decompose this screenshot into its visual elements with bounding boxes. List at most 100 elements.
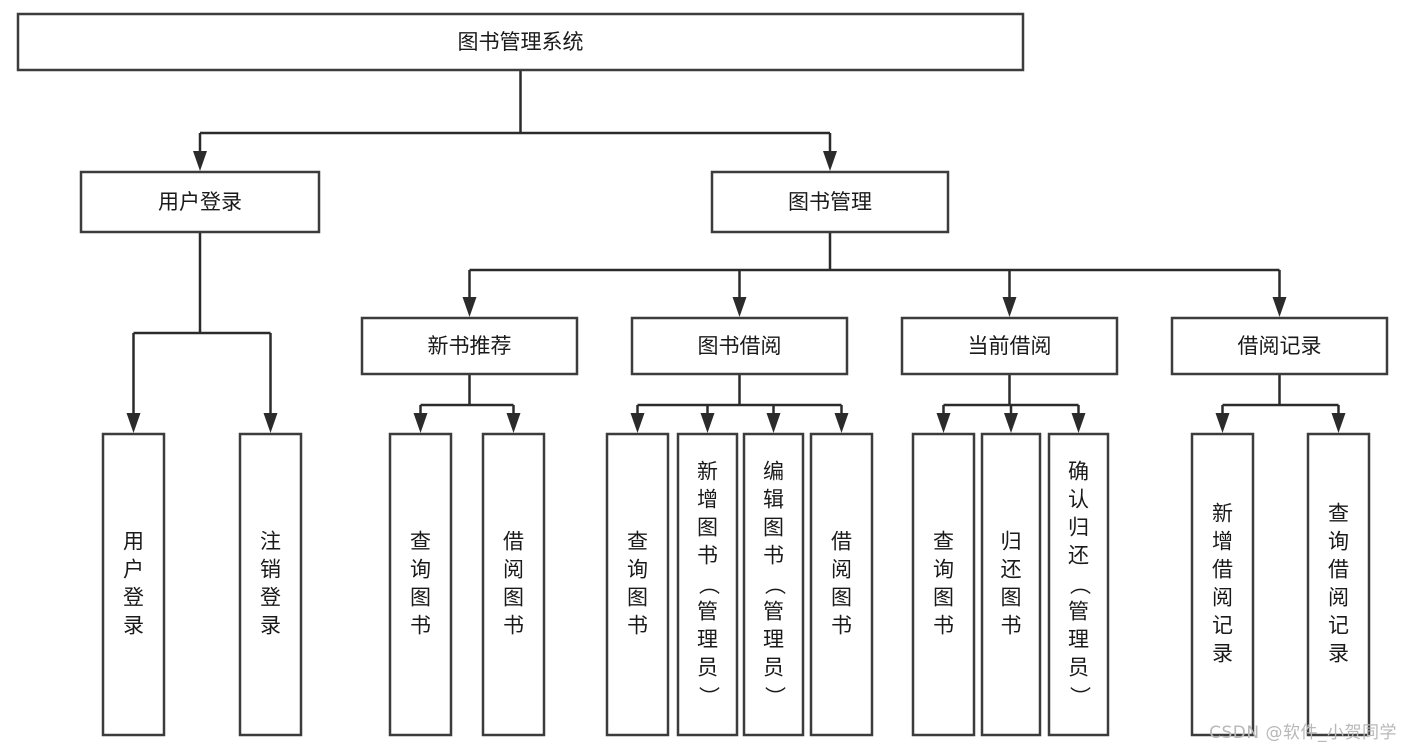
node-level2-1[interactable]: 图书借阅 <box>630 316 849 376</box>
node-label-char: 员 <box>763 656 784 680</box>
arrow-head-icon <box>1002 297 1017 317</box>
node-label-char: 户 <box>123 558 144 582</box>
node-label-char: 书 <box>933 614 954 638</box>
node-label-char: 归 <box>1001 530 1022 554</box>
node-label-char: 用 <box>123 530 144 554</box>
arrow-head-icon <box>462 297 477 317</box>
node-label: 图书管理系统 <box>458 30 584 54</box>
node-label-char: 员 <box>697 656 718 680</box>
node-level1-0[interactable]: 用户登录 <box>79 170 321 234</box>
arrow-head-icon <box>823 151 837 171</box>
node-label-char: 登 <box>123 586 144 610</box>
node-label-char: 新 <box>697 460 718 484</box>
node-box <box>16 12 1025 72</box>
node-label-char: 书 <box>410 614 431 638</box>
node-label-char: 员 <box>1068 656 1089 680</box>
arrow-head-icon <box>126 413 141 433</box>
node-label-char: （ <box>763 574 787 595</box>
node-label: 当前借阅 <box>968 334 1052 358</box>
node-label-char: 阅 <box>1328 586 1349 610</box>
node-label-char: 查 <box>1328 502 1349 526</box>
node-label-char: 查 <box>933 530 954 554</box>
node-label-char: 编 <box>763 460 784 484</box>
arrow-head-icon <box>1215 413 1230 433</box>
node-label-char: ） <box>697 686 721 707</box>
arrow-head-icon <box>193 151 207 171</box>
node-label-char: 书 <box>697 544 718 568</box>
node-label-char: 图 <box>503 586 524 610</box>
arrow-head-icon <box>1071 413 1086 433</box>
node-label: 用户登录 <box>158 190 242 214</box>
arrow-head-icon <box>700 413 715 433</box>
node-box <box>481 432 546 737</box>
node-box <box>1047 432 1110 737</box>
node-label-char: 书 <box>1001 614 1022 638</box>
node-label-char: 管 <box>763 600 784 624</box>
node-level2-3[interactable]: 借阅记录 <box>1170 316 1389 376</box>
node-label-char: （ <box>697 574 721 595</box>
node-box <box>238 432 303 737</box>
node-label-char: 管 <box>697 600 718 624</box>
node-level1-1[interactable]: 图书管理 <box>710 170 950 234</box>
arrow-head-icon <box>1331 413 1346 433</box>
node-box <box>79 170 321 234</box>
node-root-0[interactable]: 图书管理系统 <box>16 12 1025 72</box>
node-label-char: 询 <box>627 558 648 582</box>
node-label: 图书借阅 <box>698 334 782 358</box>
arrow-head-icon <box>834 413 849 433</box>
node-label-char: 记 <box>1328 614 1349 638</box>
node-label-char: 借 <box>831 530 852 554</box>
node-leaf-0[interactable]: 用户登录 <box>101 432 166 737</box>
arrow-head-icon <box>1004 413 1018 433</box>
nodes-layer: 图书管理系统用户登录图书管理新书推荐图书借阅当前借阅借阅记录用户登录注销登录查询… <box>16 12 1389 737</box>
node-label-char: 阅 <box>831 558 852 582</box>
node-level2-0[interactable]: 新书推荐 <box>360 316 579 376</box>
node-box <box>605 432 670 737</box>
node-label-char: 借 <box>1212 558 1233 582</box>
arrow-head-icon <box>506 413 521 433</box>
node-box <box>1170 316 1389 376</box>
node-label-char: 书 <box>503 614 524 638</box>
node-label-char: 理 <box>697 628 718 652</box>
node-label-char: 图 <box>933 586 954 610</box>
arrow-head-icon <box>1272 297 1287 317</box>
node-label-char: 录 <box>260 614 281 638</box>
node-box <box>101 432 166 737</box>
node-label-char: 辑 <box>763 488 784 512</box>
node-box <box>1306 432 1371 737</box>
node-label: 新书推荐 <box>428 334 512 358</box>
node-box <box>388 432 453 737</box>
node-box <box>360 316 579 376</box>
node-label-char: 注 <box>260 530 281 554</box>
node-label-char: 录 <box>1328 642 1349 666</box>
node-label-char: （ <box>1068 574 1092 595</box>
node-label-char: 借 <box>503 530 524 554</box>
node-label-char: 确 <box>1068 460 1089 484</box>
node-label-char: 认 <box>1068 488 1089 512</box>
node-label-char: 阅 <box>503 558 524 582</box>
node-label: 图书管理 <box>788 190 872 214</box>
node-level2-2[interactable]: 当前借阅 <box>900 316 1119 376</box>
arrow-head-icon <box>936 413 951 433</box>
node-label-char: 查 <box>627 530 648 554</box>
node-box <box>742 432 805 737</box>
node-label-char: 书 <box>763 544 784 568</box>
node-label-char: 图 <box>831 586 852 610</box>
node-label-char: ） <box>763 686 787 707</box>
node-label-char: 图 <box>763 516 784 540</box>
arrow-head-icon <box>263 413 278 433</box>
